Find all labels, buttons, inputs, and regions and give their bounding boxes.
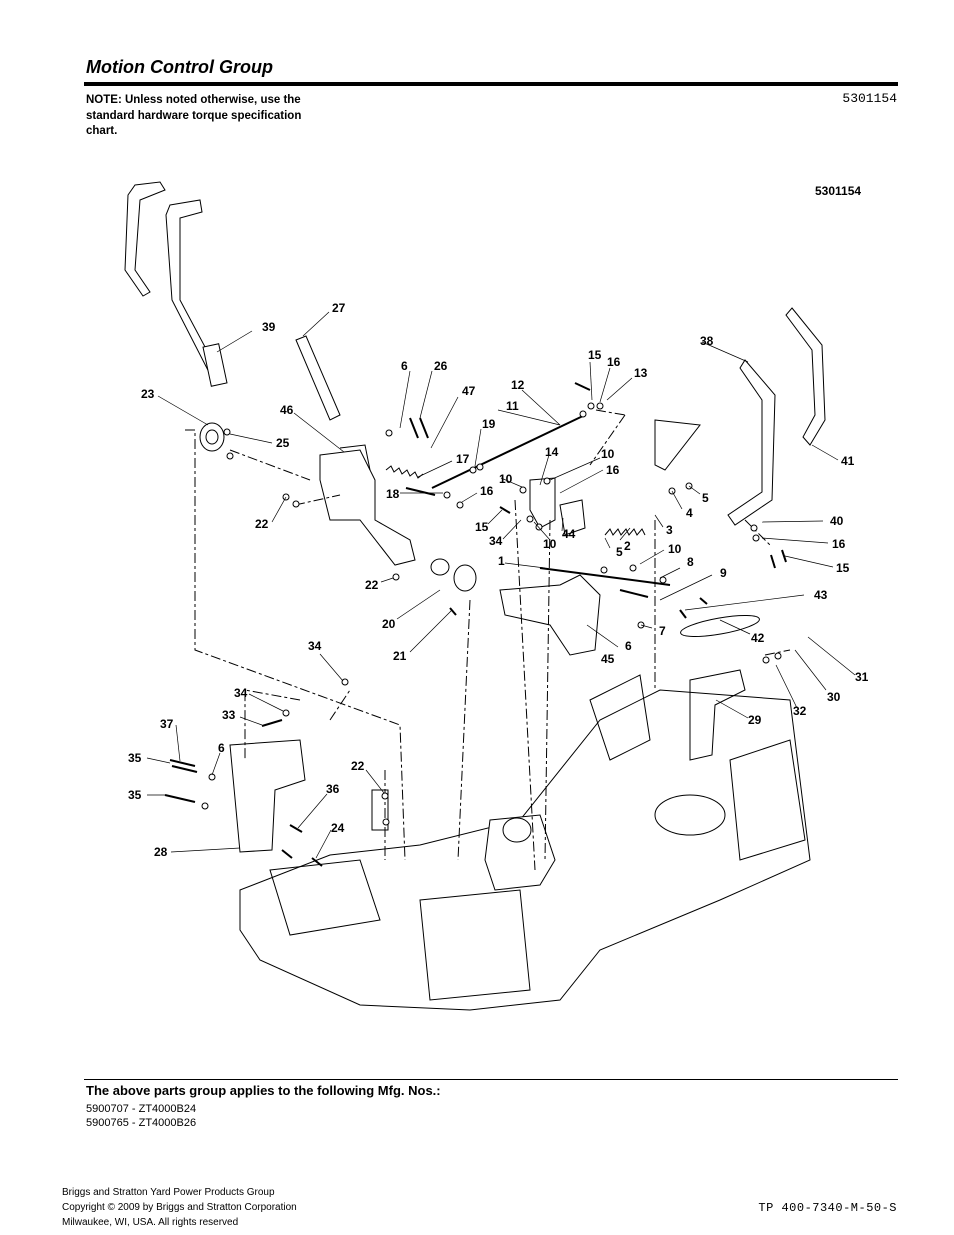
callout-47: 47: [462, 384, 476, 398]
callout-13: 13: [634, 366, 648, 380]
callout-25: 25: [276, 436, 290, 450]
callout-40: 40: [830, 514, 844, 528]
callout-16: 16: [480, 484, 494, 498]
callout-34: 34: [489, 534, 503, 548]
callout-44: 44: [562, 527, 576, 541]
footer-copyright: Copyright © 2009 by Briggs and Stratton …: [62, 1202, 297, 1213]
callout-36: 36: [326, 782, 340, 796]
callout-32: 32: [793, 704, 807, 718]
footer-company: Briggs and Stratton Yard Power Products …: [62, 1187, 275, 1198]
callout-21: 21: [393, 649, 407, 663]
footer-company-block: Briggs and Stratton Yard Power Products …: [62, 1185, 297, 1230]
mfg-number-item: 5900707 - ZT4000B24: [86, 1103, 197, 1115]
callout-10: 10: [499, 472, 513, 486]
footer-location: Milwaukee, WI, USA. All rights reserved: [62, 1217, 239, 1228]
callout-28: 28: [154, 845, 168, 859]
callout-15: 15: [588, 348, 602, 362]
mfg-number-list: 5900707 - ZT4000B24 5900765 - ZT4000B26: [86, 1102, 196, 1130]
callout-37: 37: [160, 717, 174, 731]
callout-26: 26: [434, 359, 448, 373]
callout-6: 6: [401, 359, 408, 373]
callout-35: 35: [128, 751, 142, 765]
callout-35: 35: [128, 788, 142, 802]
callout-6: 6: [218, 741, 225, 755]
callout-24: 24: [331, 821, 345, 835]
callout-6: 6: [625, 639, 632, 653]
callout-34: 34: [308, 639, 322, 653]
callout-12: 12: [511, 378, 525, 392]
callout-7: 7: [659, 624, 666, 638]
page-title: Motion Control Group: [86, 57, 273, 77]
callout-45: 45: [601, 652, 615, 666]
callout-22: 22: [351, 759, 365, 773]
callout-10: 10: [668, 542, 682, 556]
callout-38: 38: [700, 334, 714, 348]
callout-10: 10: [543, 537, 557, 551]
callout-31: 31: [855, 670, 869, 684]
callout-17: 17: [456, 452, 470, 466]
callout-16: 16: [607, 355, 621, 369]
callout-30: 30: [827, 690, 841, 704]
callout-39: 39: [262, 320, 276, 334]
title-rule: [84, 82, 898, 86]
callout-27: 27: [332, 301, 346, 315]
callout-18: 18: [386, 487, 400, 501]
callout-1: 1: [498, 554, 505, 568]
callout-29: 29: [748, 713, 762, 727]
callout-33: 33: [222, 708, 236, 722]
callout-3: 3: [666, 523, 673, 537]
callout-42: 42: [751, 631, 765, 645]
mfg-number-item: 5900765 - ZT4000B26: [86, 1117, 197, 1129]
callout-22: 22: [365, 578, 379, 592]
callout-15: 15: [836, 561, 850, 575]
callout-16: 16: [606, 463, 620, 477]
applies-rule: [84, 1079, 898, 1080]
callout-14: 14: [545, 445, 559, 459]
callout-19: 19: [482, 417, 496, 431]
callout-20: 20: [382, 617, 396, 631]
callout-5: 5: [616, 545, 623, 559]
callout-16: 16: [832, 537, 846, 551]
callout-9: 9: [720, 566, 727, 580]
torque-note: NOTE: Unless noted otherwise, use the st…: [86, 94, 302, 137]
callout-2: 2: [624, 539, 631, 553]
drawing-number-header: 5301154: [842, 91, 897, 106]
callout-4: 4: [686, 506, 693, 520]
callout-8: 8: [687, 555, 694, 569]
callout-23: 23: [141, 387, 155, 401]
callout-5: 5: [702, 491, 709, 505]
callout-10: 10: [601, 447, 615, 461]
callout-41: 41: [841, 454, 855, 468]
callout-11: 11: [506, 399, 519, 413]
footer-doc-code: TP 400-7340-M-50-S: [758, 1201, 897, 1215]
callout-15: 15: [475, 520, 489, 534]
callout-43: 43: [814, 588, 828, 602]
callout-22: 22: [255, 517, 269, 531]
drawing-number-label: 5301154: [815, 184, 861, 198]
callout-34: 34: [234, 686, 248, 700]
callout-46: 46: [280, 403, 294, 417]
applies-title: The above parts group applies to the fol…: [86, 1083, 441, 1098]
